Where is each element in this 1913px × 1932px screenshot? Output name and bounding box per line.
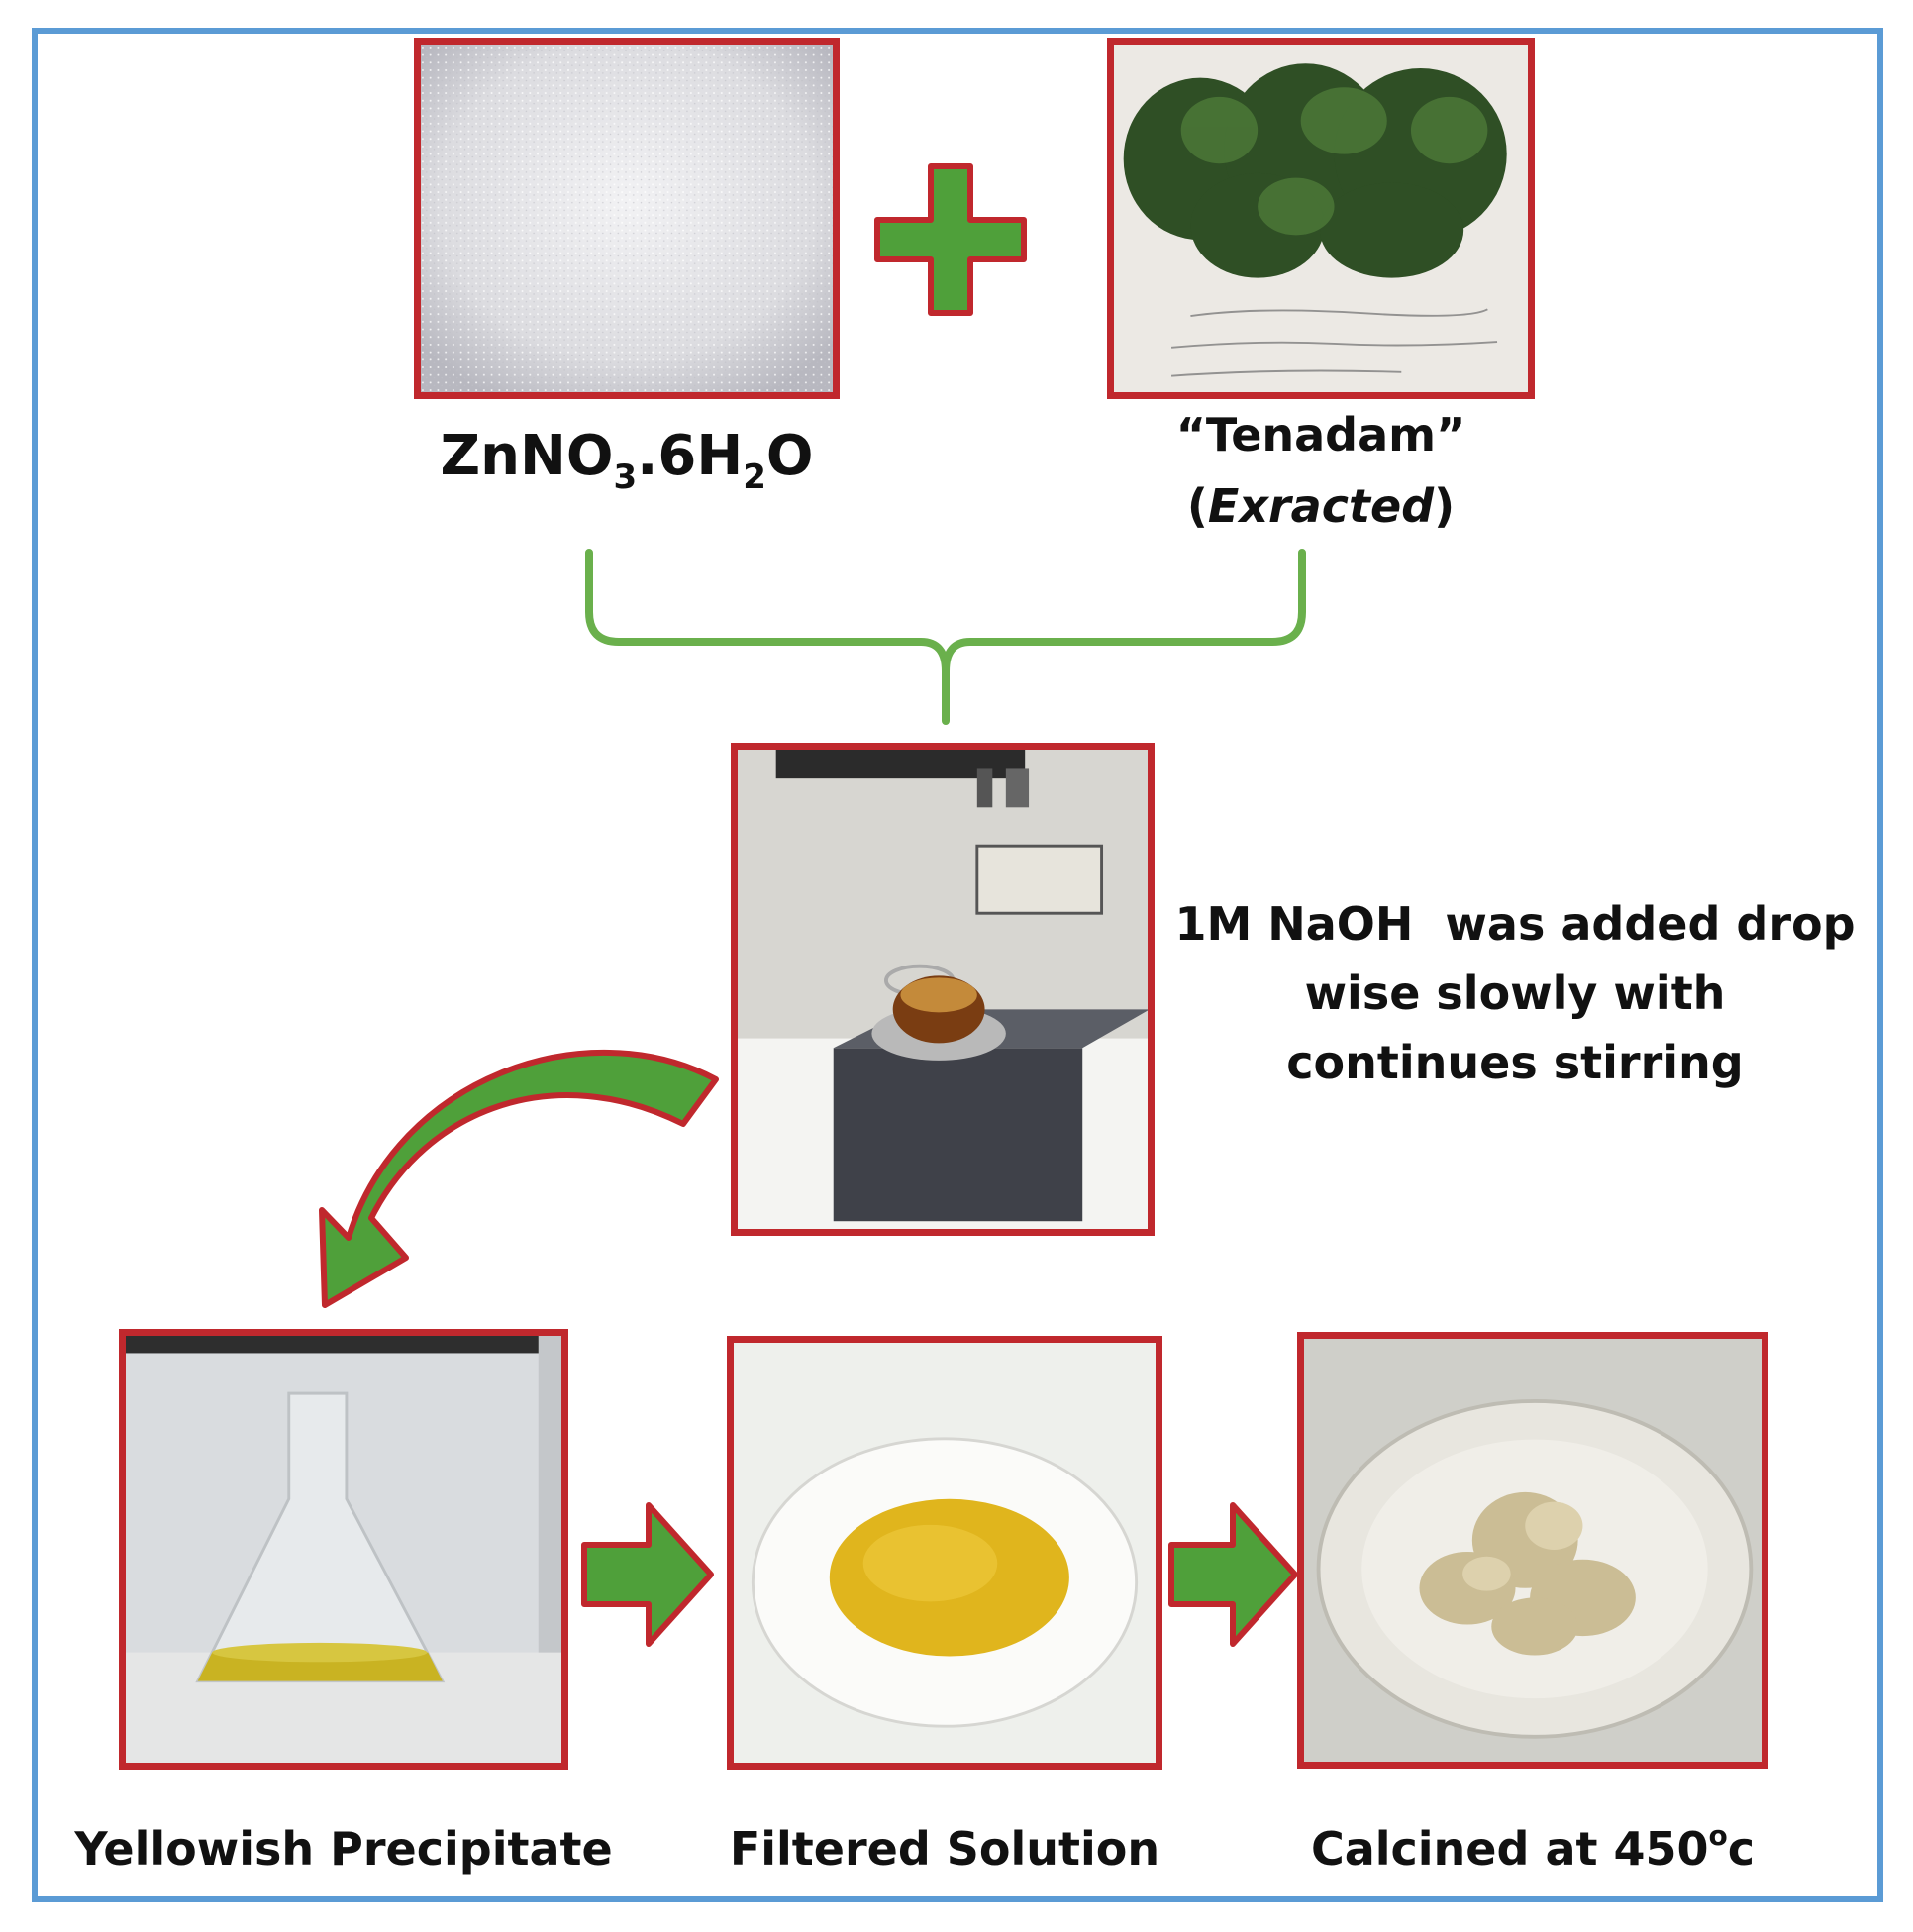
zinc-nitrate-formula: ZnNO3.6H2O [440, 424, 814, 497]
arrow-right-icon [1168, 1502, 1298, 1647]
precipitate-caption: Yellowish Precipitate [74, 1822, 613, 1876]
calcined-powder-photo [1297, 1332, 1768, 1769]
tenadam-label: “Tenadam” (Exracted) [1107, 408, 1535, 533]
arrow-right-icon [581, 1502, 714, 1647]
combine-bracket [585, 549, 1306, 725]
plus-icon [874, 163, 1027, 316]
diagram-frame [32, 28, 1883, 1902]
calcined-caption: Calcined at 450oc [1310, 1819, 1756, 1876]
yellowish-precipitate-photo [119, 1329, 568, 1770]
stirring-description: 1M NaOH was added drop wise slowly with … [1174, 897, 1856, 1089]
filtered-solution-photo [727, 1336, 1162, 1770]
tenadam-name: “Tenadam” [1175, 408, 1466, 461]
zinc-nitrate-photo [414, 38, 840, 399]
stirring-setup-photo [731, 743, 1155, 1236]
filtered-caption: Filtered Solution [729, 1822, 1160, 1876]
curved-arrow-icon [319, 1049, 719, 1308]
tenadam-plant-photo [1107, 38, 1535, 399]
tenadam-note: (Exracted) [1186, 479, 1456, 533]
